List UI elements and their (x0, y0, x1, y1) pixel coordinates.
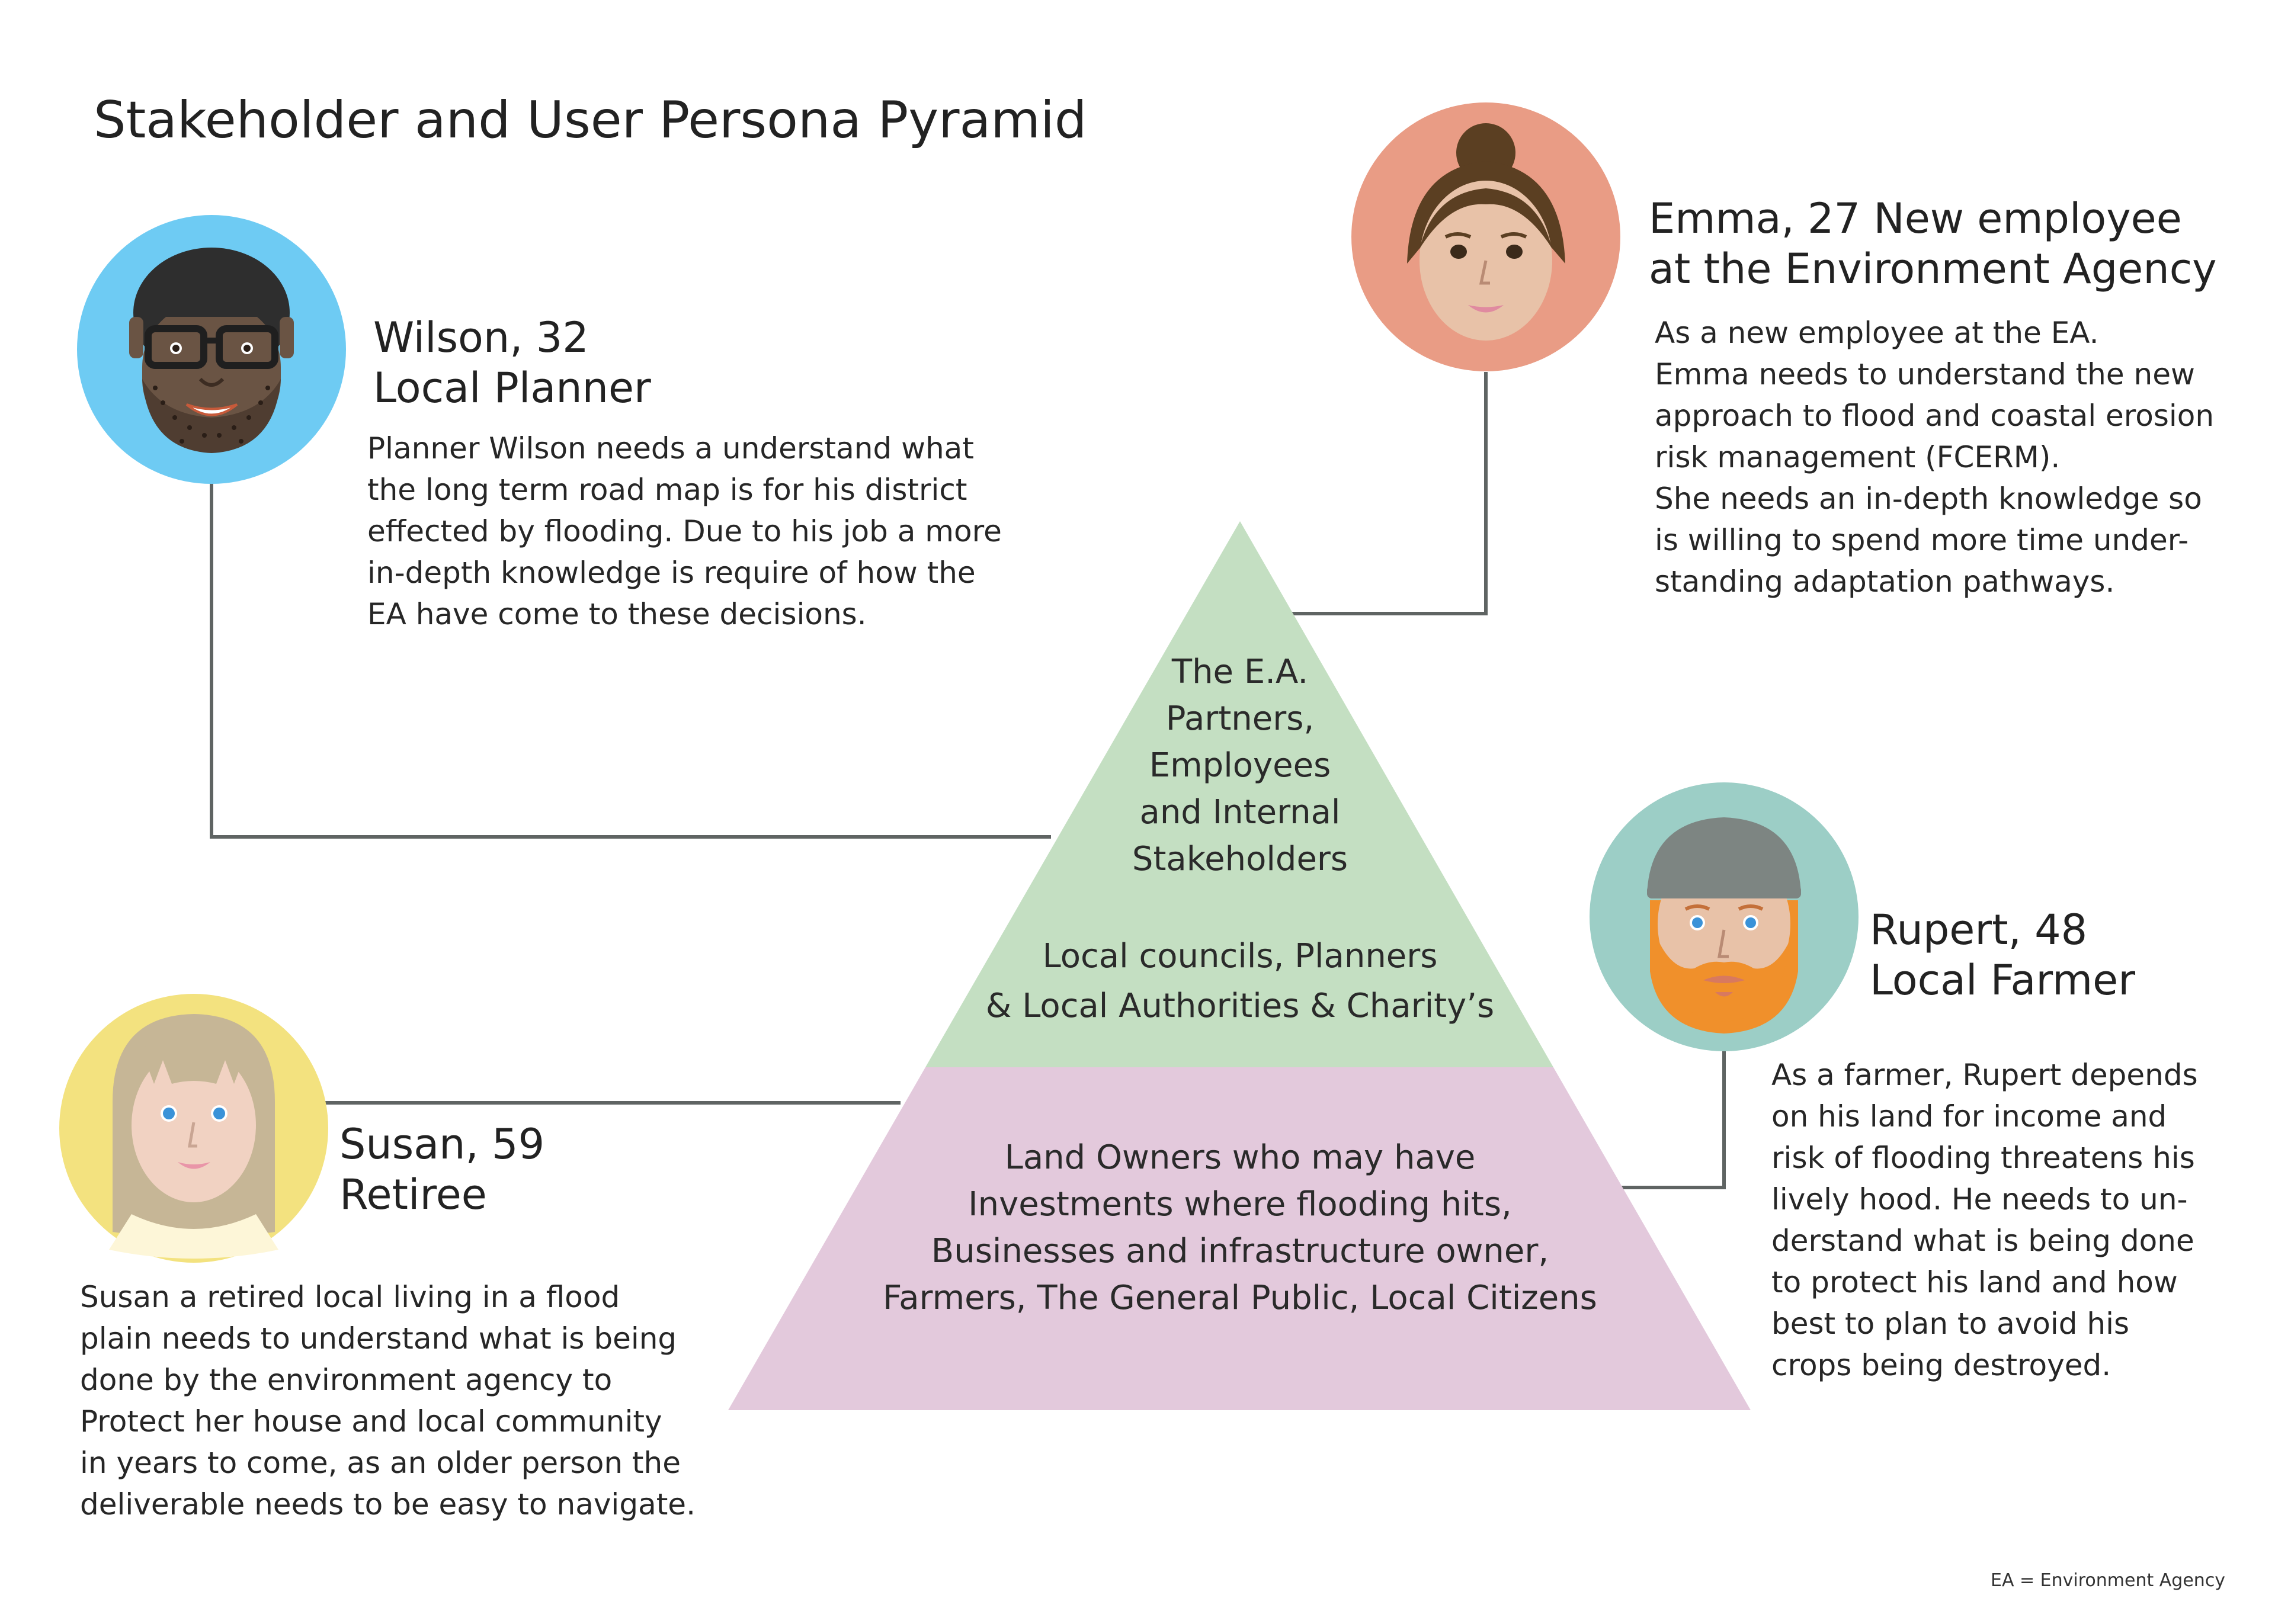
pyramid-bottom-line: Businesses and infrastructure owner, (931, 1232, 1549, 1270)
persona-desc-line: is willing to spend more time under- (1655, 523, 2189, 557)
persona-name-rupert: Rupert, 48 Local Farmer (1870, 905, 2135, 1006)
persona-desc-line: plain needs to understand what is being (80, 1321, 677, 1356)
persona-desc-line: As a new employee at the EA. (1655, 316, 2099, 350)
persona-name-line: Susan, 59 (339, 1120, 545, 1169)
persona-name-line: at the Environment Agency (1649, 245, 2217, 293)
pyramid-top-text: The E.A. Partners, Employees and Interna… (1003, 649, 1477, 882)
persona-desc-line: done by the environment agency to (80, 1363, 613, 1397)
persona-name-line: Local Planner (373, 364, 651, 412)
persona-desc-line: Protect her house and local community (80, 1404, 662, 1439)
persona-name-line: Local Farmer (1870, 956, 2135, 1004)
man-with-glasses-avatar-icon (77, 215, 346, 484)
pyramid-top-line: and Internal (1139, 793, 1341, 832)
persona-desc-line: Susan a retired local living in a flood (80, 1280, 620, 1314)
persona-desc-line: risk of flooding threatens his (1771, 1141, 2195, 1175)
persona-desc-susan: Susan a retired local living in a flood … (80, 1276, 696, 1525)
pyramid-top-line: Employees (1149, 746, 1331, 785)
pyramid-bottom-line: Land Owners who may have (1004, 1138, 1476, 1177)
persona-desc-emma: As a new employee at the EA. Emma needs … (1655, 312, 2214, 602)
pyramid-middle-line: Local councils, Planners (1042, 937, 1438, 975)
persona-desc-line: Emma needs to understand the new (1655, 357, 2195, 391)
persona-desc-line: in years to come, as an older person the (80, 1446, 681, 1480)
page-title: Stakeholder and User Persona Pyramid (94, 91, 1087, 150)
persona-desc-wilson: Planner Wilson needs a understand what t… (367, 428, 1002, 635)
pyramid-bottom-tier (728, 1067, 1751, 1410)
pyramid-middle-line: & Local Authorities & Charity’s (985, 987, 1495, 1025)
pyramid-top-line: The E.A. (1171, 653, 1309, 691)
persona-desc-line: on his land for income and (1771, 1099, 2167, 1134)
pyramid-bottom-line: Farmers, The General Public, Local Citiz… (883, 1279, 1597, 1317)
persona-desc-line: in-depth knowledge is require of how the (367, 556, 976, 590)
persona-desc-line: EA have come to these decisions. (367, 597, 867, 631)
persona-name-line: Retiree (339, 1170, 487, 1219)
persona-desc-line: deliverable needs to be easy to navigate… (80, 1487, 696, 1522)
pyramid-top-line: Partners, (1165, 699, 1315, 738)
persona-desc-line: approach to flood and coastal erosion (1655, 399, 2215, 433)
persona-desc-line: derstand what is being done (1771, 1224, 2194, 1258)
persona-desc-line: effected by flooding. Due to his job a m… (367, 514, 1002, 548)
connector-wilson (210, 480, 1051, 839)
persona-desc-line: the long term road map is for his distri… (367, 473, 967, 507)
woman-with-bangs-avatar-icon (59, 994, 328, 1263)
footnote: EA = Environment Agency (1991, 1570, 2226, 1591)
persona-name-line: Wilson, 32 (373, 313, 589, 362)
persona-desc-line: best to plan to avoid his (1771, 1307, 2130, 1341)
pyramid-bottom-line: Investments where flooding hits, (968, 1185, 1512, 1224)
pyramid-bottom-text: Land Owners who may have Investments whe… (825, 1134, 1655, 1321)
connector-emma (1287, 372, 1488, 615)
pyramid-top-line: Stakeholders (1132, 840, 1348, 878)
persona-name-line: Emma, 27 New employee (1649, 194, 2182, 243)
persona-desc-rupert: As a farmer, Rupert depends on his land … (1771, 1054, 2198, 1386)
bearded-man-with-cap-avatar-icon (1590, 782, 1859, 1051)
persona-desc-line: standing adaptation pathways. (1655, 564, 2115, 599)
persona-desc-line: risk management (FCERM). (1655, 440, 2061, 474)
persona-desc-line: Planner Wilson needs a understand what (367, 431, 974, 466)
persona-name-line: Rupert, 48 (1870, 906, 2088, 954)
connector-rupert (1619, 1051, 1726, 1189)
persona-desc-line: She needs an in-depth knowledge so (1655, 482, 2202, 516)
pyramid-middle-text: Local councils, Planners & Local Authori… (944, 932, 1536, 1031)
persona-desc-line: lively hood. He needs to un- (1771, 1182, 2188, 1217)
woman-with-bun-avatar-icon (1351, 102, 1620, 371)
pyramid-top-tier (925, 521, 1553, 1067)
persona-name-susan: Susan, 59 Retiree (339, 1119, 544, 1220)
connector-lines (210, 372, 1726, 1189)
persona-name-wilson: Wilson, 32 Local Planner (373, 313, 651, 413)
persona-desc-line: crops being destroyed. (1771, 1348, 2111, 1382)
persona-desc-line: As a farmer, Rupert depends (1771, 1058, 2198, 1092)
persona-desc-line: to protect his land and how (1771, 1265, 2178, 1299)
persona-name-emma: Emma, 27 New employee at the Environment… (1649, 194, 2217, 294)
